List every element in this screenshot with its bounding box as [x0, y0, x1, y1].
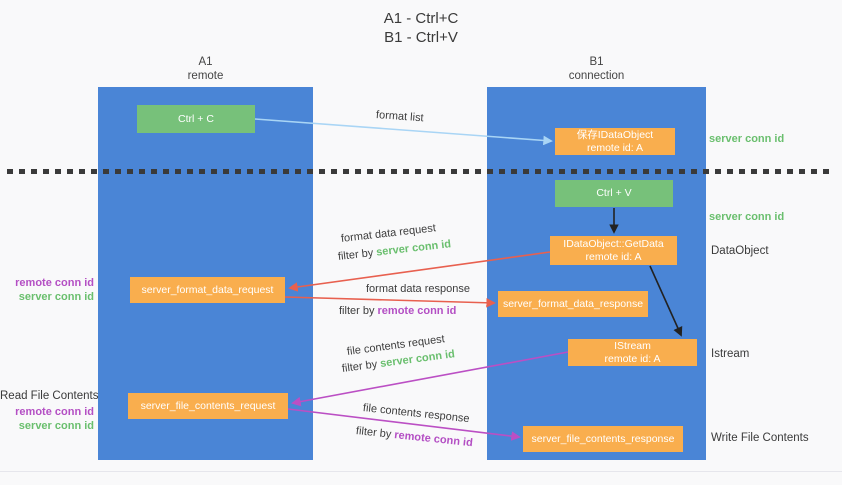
lane-a1-role: remote [187, 70, 224, 82]
node-server-file-contents-request: server_file_contents_request [128, 393, 288, 419]
lane-b1-role: connection [568, 70, 625, 82]
save-dataobject-line2: remote id: A [586, 141, 644, 154]
save-dataobject-line1: 保存IDataObject [576, 128, 654, 141]
bottom-window-edge [0, 471, 842, 472]
file-request-label: server_file_contents_request [140, 399, 276, 412]
node-server-format-data-request: server_format_data_request [130, 277, 285, 303]
diagram-title: A1 - Ctrl+C B1 - Ctrl+V [0, 9, 842, 47]
format-response-label: server_format_data_response [502, 297, 644, 310]
remote-conn-id-annotation: remote conn id [15, 406, 94, 418]
node-server-format-data-response: server_format_data_response [498, 291, 648, 317]
lane-header-b1: B1 connection [487, 55, 706, 83]
filter-by-prefix: filter by [341, 358, 381, 375]
format-data-response-filter-label: filter by remote conn id [339, 305, 456, 317]
format-data-response-label: format data response [366, 283, 470, 295]
arrow-format-data-response [284, 296, 496, 308]
write-file-contents-annotation: Write File Contents [711, 432, 809, 444]
filter-by-prefix: filter by [337, 246, 377, 263]
dotted-divider-line [7, 169, 829, 174]
server-conn-id-annotation: server conn id [18, 420, 94, 432]
server-conn-id-annotation-mid: server conn id [709, 211, 785, 223]
remote-conn-id-value: remote conn id [377, 305, 457, 317]
file-contents-response-label: file contents response [362, 402, 471, 426]
node-ctrl-v: Ctrl + V [555, 180, 673, 207]
remote-conn-id-annotation: remote conn id [15, 277, 94, 289]
lane-header-a1: A1 remote [98, 55, 313, 83]
istream-line2: remote id: A [604, 352, 661, 365]
node-server-file-contents-response: server_file_contents_response [523, 426, 683, 452]
ctrl-v-label: Ctrl + V [596, 187, 632, 199]
server-conn-id-value: server conn id [375, 238, 452, 259]
format-list-label: format list [375, 109, 424, 125]
node-istream: IStream remote id: A [568, 339, 697, 366]
left-format-conn-ids: remote conn id server conn id [0, 276, 94, 304]
node-ctrl-c: Ctrl + C [137, 105, 255, 133]
ctrl-c-label: Ctrl + C [178, 112, 214, 125]
getdata-line1: IDataObject::GetData [563, 237, 664, 250]
filter-by-prefix: filter by [355, 425, 395, 441]
title-line-2: B1 - Ctrl+V [384, 29, 458, 46]
server-conn-id-annotation: server conn id [18, 291, 94, 303]
lane-a1-name: A1 [198, 56, 213, 68]
remote-conn-id-value: remote conn id [393, 429, 474, 450]
title-line-1: A1 - Ctrl+C [383, 10, 459, 27]
node-idataobject-getdata: IDataObject::GetData remote id: A [550, 236, 677, 265]
read-file-contents-annotation: Read File Contents [0, 390, 99, 402]
filter-by-prefix: filter by [339, 305, 378, 317]
format-request-label: server_format_data_request [141, 283, 274, 296]
lane-b1-name: B1 [589, 56, 604, 68]
server-conn-id-annotation-top: server conn id [709, 133, 785, 145]
istream-line1: IStream [614, 339, 651, 352]
istream-annotation: Istream [711, 348, 750, 360]
left-file-conn-ids: remote conn id server conn id [0, 405, 94, 433]
node-save-dataobject: 保存IDataObject remote id: A [555, 128, 675, 155]
file-contents-response-filter-label: filter by remote conn id [355, 425, 473, 449]
getdata-line2: remote id: A [585, 250, 642, 263]
dataobject-annotation: DataObject [711, 245, 769, 257]
file-response-label: server_file_contents_response [531, 432, 675, 445]
